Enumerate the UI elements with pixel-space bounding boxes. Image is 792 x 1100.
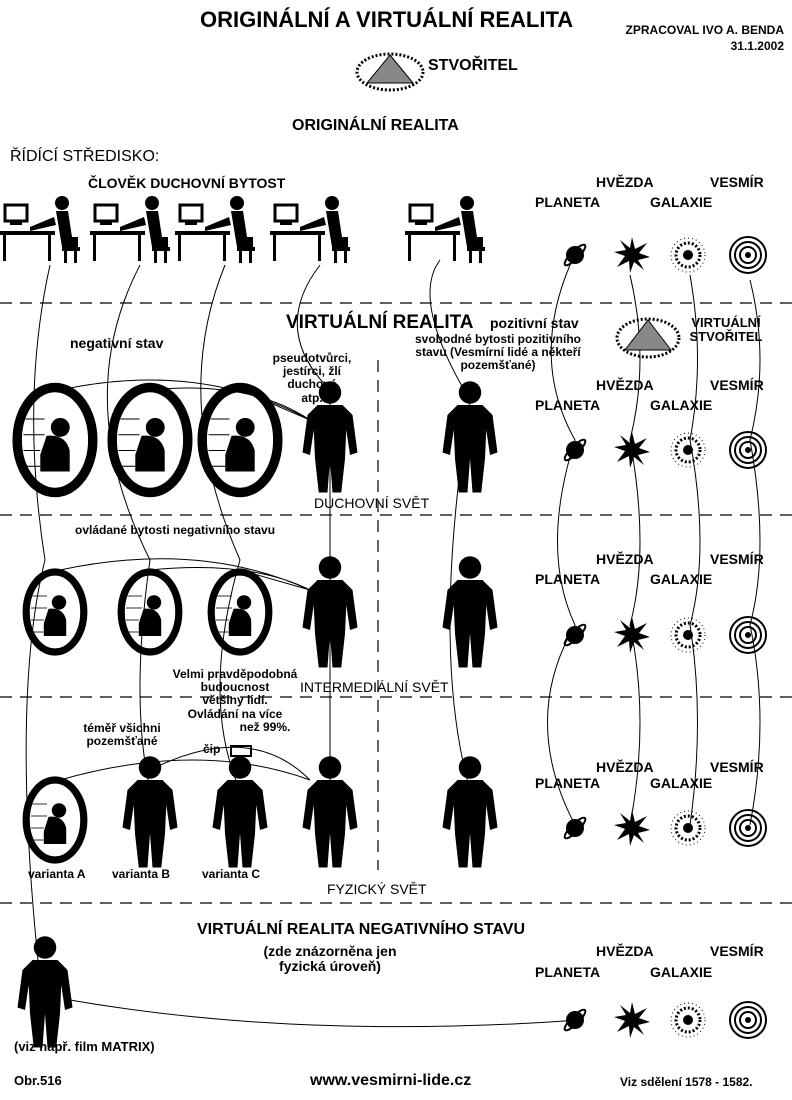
human-silhouette-icon — [122, 756, 178, 868]
human-silhouette-icon — [442, 756, 498, 868]
variant-c-label: varianta C — [202, 867, 261, 881]
galaxy-icon — [669, 236, 707, 274]
cosmos-planet-label: PLANETA — [535, 194, 601, 210]
star-icon — [614, 1002, 650, 1038]
cosmos-universe-label: VESMÍR — [710, 174, 764, 190]
human-silhouette-icon — [17, 936, 73, 1048]
controlled-beings-label: ovládané bytosti negativního stavu — [75, 523, 276, 537]
variant-b-label: varianta B — [112, 867, 171, 881]
operator-at-computer-icon — [88, 194, 172, 265]
universe-icon — [729, 431, 767, 469]
figure-number: Obr.516 — [14, 1073, 62, 1088]
human-spirit-label: ČLOVĚK DUCHOVNÍ BYTOST — [88, 175, 286, 191]
physical-world-label: FYZICKÝ SVĚT — [327, 881, 427, 897]
author: ZPRACOVAL IVO A. BENDA — [625, 23, 784, 37]
virtual-reality-title: VIRTUÁLNÍ REALITA — [286, 312, 474, 333]
cosmos-galaxy-label: GALAXIE — [650, 397, 713, 413]
variant-a-label: varianta A — [28, 867, 86, 881]
connection-lines — [25, 259, 761, 1028]
cosmos-planet-label: PLANETA — [535, 964, 601, 980]
cosmos-star-label: HVĚZDA — [596, 174, 654, 190]
reference-note: Viz sdělení 1578 - 1582. — [620, 1075, 753, 1089]
cosmos-planet-label: PLANETA — [535, 571, 601, 587]
creator-label: STVOŘITEL — [428, 57, 518, 74]
control-center-label: ŘÍDÍCÍ STŘEDISKO: — [10, 148, 160, 165]
cosmos-star-label: HVĚZDA — [596, 551, 654, 567]
planet-icon — [561, 621, 589, 649]
cosmos-star-label: HVĚZDA — [596, 377, 654, 393]
cosmos-star-label: HVĚZDA — [596, 943, 654, 959]
operator-at-computer-icon — [403, 194, 487, 265]
cosmos-galaxy-label: GALAXIE — [650, 964, 713, 980]
negative-state-label: negativní stav — [70, 335, 164, 351]
cosmos-universe-label: VESMÍR — [710, 551, 764, 567]
original-reality-title: ORIGINÁLNÍ REALITA — [292, 117, 459, 134]
cosmos-star-label: HVĚZDA — [596, 759, 654, 775]
cosmos-universe-label: VESMÍR — [710, 377, 764, 393]
cosmos-galaxy-label: GALAXIE — [650, 775, 713, 791]
website-link[interactable]: www.vesmirni-lide.cz — [310, 1072, 472, 1089]
star-icon — [614, 237, 650, 273]
cosmos-planet-label: PLANETA — [535, 775, 601, 791]
virtual-creator-pyramid-icon — [615, 317, 681, 359]
universe-icon — [729, 809, 767, 847]
operator-at-computer-icon — [268, 194, 352, 265]
human-silhouette-icon — [212, 756, 268, 868]
universe-icon — [729, 236, 767, 274]
pod-being-icon — [112, 388, 188, 493]
dividers — [0, 302, 792, 904]
galaxy-icon — [669, 431, 707, 469]
planet-icon — [561, 241, 589, 269]
page-title: ORIGINÁLNÍ A VIRTUÁLNÍ REALITA — [200, 7, 574, 32]
chip-icon — [230, 745, 252, 757]
galaxy-icon — [669, 616, 707, 654]
universe-icon — [729, 1001, 767, 1039]
matrix-note: (viz např. film MATRIX) — [14, 1039, 155, 1054]
galaxy-icon — [669, 1001, 707, 1039]
cosmos-planet-label: PLANETA — [535, 397, 601, 413]
creator-pyramid-icon — [355, 52, 425, 92]
pod-being-icon — [121, 572, 179, 652]
cosmos-galaxy-label: GALAXIE — [650, 571, 713, 587]
pod-being-icon — [17, 388, 93, 493]
cosmos-universe-label: VESMÍR — [710, 943, 764, 959]
human-silhouette-icon — [442, 381, 498, 493]
operator-at-computer-icon — [0, 194, 82, 265]
date: 31.1.2002 — [730, 39, 784, 53]
positive-state-label: pozitivní stav — [490, 315, 579, 331]
negative-vr-title: VIRTUÁLNÍ REALITA NEGATIVNÍHO STAVU — [197, 921, 525, 938]
pod-being-icon — [26, 780, 84, 860]
spiritual-world-label: DUCHOVNÍ SVĚT — [314, 495, 430, 511]
galaxy-icon — [669, 809, 707, 847]
cosmos-universe-label: VESMÍR — [710, 759, 764, 775]
planet-icon — [561, 814, 589, 842]
cosmos-galaxy-label: GALAXIE — [650, 194, 713, 210]
universe-icon — [729, 616, 767, 654]
intermediate-world-label: INTERMEDIÁLNÍ SVĚT — [300, 679, 449, 695]
operator-at-computer-icon — [173, 194, 257, 265]
pod-being-icon — [211, 572, 269, 652]
chip-label: čip — [203, 742, 221, 756]
